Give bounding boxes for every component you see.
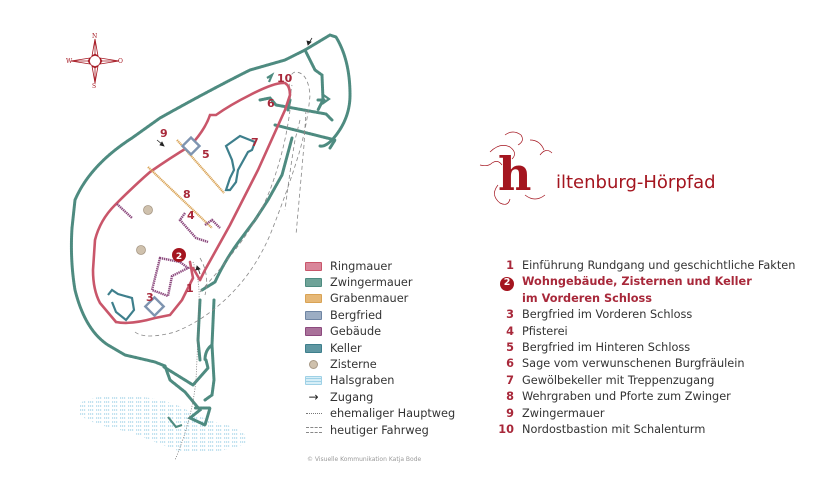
cistern-markers <box>136 205 153 255</box>
legend-item-halsgraben: Halsgraben <box>305 373 455 389</box>
station-item-1[interactable]: 1 Einführung Rundgang und geschichtliche… <box>494 258 795 274</box>
station-title: Zwingermauer <box>522 406 605 420</box>
map-label-9[interactable]: 9 <box>160 127 168 140</box>
station-title: Bergfried im Vorderen Schloss <box>522 308 693 322</box>
station-title: Wohngebäude, Zisternen und Keller im Vor… <box>522 275 752 305</box>
page-title: iltenburg-Hörpfad <box>556 172 716 193</box>
moat-area <box>80 395 246 452</box>
outer-wall-zwingermauer <box>69 33 352 428</box>
station-item-10[interactable]: 10 Nordostbastion mit Schalenturm <box>494 422 795 438</box>
station-number: 3 <box>506 308 514 322</box>
station-title: Bergfried im Hinteren Schloss <box>522 341 691 355</box>
bastion-marks <box>167 72 331 429</box>
station-item-8[interactable]: 8 Wehrgraben und Pforte zum Zwinger <box>494 389 795 405</box>
station-number: 7 <box>506 373 514 387</box>
legend-label: Keller <box>330 341 362 355</box>
compass-south: S <box>92 83 97 90</box>
zwingermauer-swatch-icon <box>305 278 322 288</box>
legend-label: Ringmauer <box>330 259 393 273</box>
compass-west: W <box>66 58 73 65</box>
legend-label: heutiger Fahrweg <box>330 423 429 437</box>
station-item-5[interactable]: 5 Bergfried im Hinteren Schloss <box>494 340 795 356</box>
legend-item-keller: Keller <box>305 340 455 356</box>
legend-label: Zisterne <box>330 358 377 372</box>
compass-north: N <box>92 33 98 40</box>
map-label-5[interactable]: 5 <box>202 148 210 161</box>
road-hauptweg <box>174 261 200 461</box>
legend-item-gebaeude: Gebäude <box>305 324 455 340</box>
ringmauer-swatch-icon <box>305 261 322 271</box>
dotted-line-icon <box>305 409 322 418</box>
legend-label: Bergfried <box>330 308 383 322</box>
legend-label: ehemaliger Hauptweg <box>330 407 456 421</box>
station-item-9[interactable]: 9 Zwingermauer <box>494 406 795 422</box>
compass-rose-icon <box>70 38 120 84</box>
station-number: 4 <box>506 324 514 338</box>
cistern-icon <box>305 360 322 370</box>
bergfried-swatch-icon <box>305 310 322 320</box>
station-item-2[interactable]: 2 Wohngebäude, Zisternen und Keller im V… <box>494 274 795 307</box>
legend-item-zisterne: Zisterne <box>305 356 455 372</box>
dashed-line-icon <box>305 426 322 435</box>
title-initial-letter: h <box>498 147 531 201</box>
legend-label: Halsgraben <box>330 374 395 388</box>
station-title: Pfisterei <box>522 324 568 338</box>
map-label-6[interactable]: 6 <box>267 97 275 110</box>
station-number: 9 <box>506 406 514 420</box>
compass-east: O <box>118 58 123 65</box>
station-item-6[interactable]: 6 Sage vom verwunschenen Burgfräulein <box>494 356 795 372</box>
station-2-marker[interactable]: 2 <box>172 248 186 262</box>
svg-text:2: 2 <box>176 252 182 262</box>
map-label-4[interactable]: 4 <box>187 209 195 222</box>
gebaeude-swatch-icon <box>305 327 322 337</box>
map-label-7[interactable]: 7 <box>251 136 259 149</box>
legend-item-hauptweg: ehemaliger Hauptweg <box>305 406 455 422</box>
legend-item-zugang: → Zugang <box>305 389 455 405</box>
legend-item-zwingermauer: Zwingermauer <box>305 274 455 290</box>
station-number: 1 <box>506 259 514 272</box>
map-legend: Ringmauer Zwingermauer Grabenmauer Bergf… <box>305 258 455 438</box>
moat-swatch-icon <box>305 376 322 386</box>
station-number-badge: 2 <box>494 274 522 307</box>
station-number: 5 <box>506 341 514 355</box>
station-title: Einführung Rundgang und geschichtliche F… <box>522 259 796 272</box>
road-fahrweg <box>134 71 311 337</box>
cellars <box>107 134 257 322</box>
station-item-7[interactable]: 7 Gewölbekeller mit Treppenzugang <box>494 373 795 389</box>
station-item-3[interactable]: 3 Bergfried im Vorderen Schloss <box>494 307 795 323</box>
copyright-notice: © Visuelle Kommunikation Katja Bode <box>307 456 422 463</box>
map-label-3[interactable]: 3 <box>146 291 154 304</box>
title-initial-ornament <box>479 131 553 205</box>
station-title: Wehrgraben und Pforte zum Zwinger <box>522 390 731 404</box>
legend-item-grabenmauer: Grabenmauer <box>305 291 455 307</box>
keller-swatch-icon <box>305 343 322 353</box>
station-number: 6 <box>506 357 514 371</box>
station-title: Nordostbastion mit Schalenturm <box>522 423 706 437</box>
map-label-1[interactable]: 1 <box>186 282 194 295</box>
keep-towers <box>143 135 202 318</box>
svg-text:h: h <box>498 147 531 201</box>
legend-item-ringmauer: Ringmauer <box>305 258 455 274</box>
legend-item-bergfried: Bergfried <box>305 307 455 323</box>
access-arrows <box>156 37 313 275</box>
arrow-right-icon: → <box>308 390 319 405</box>
grabenmauer-swatch-icon <box>305 294 322 304</box>
legend-label: Zwingermauer <box>330 276 413 290</box>
buildings <box>116 203 221 298</box>
legend-label: Grabenmauer <box>330 292 409 306</box>
map-label-8[interactable]: 8 <box>183 188 191 201</box>
station-item-4[interactable]: 4 Pfisterei <box>494 324 795 340</box>
legend-item-fahrweg: heutiger Fahrweg <box>305 422 455 438</box>
station-list: 1 Einführung Rundgang und geschichtliche… <box>494 258 795 438</box>
station-title: Gewölbekeller mit Treppenzugang <box>522 373 715 387</box>
station-title: Sage vom verwunschenen Burgfräulein <box>522 357 745 371</box>
station-number: 8 <box>506 390 514 404</box>
legend-label: Gebäude <box>330 325 382 339</box>
ditch-wall <box>147 139 225 229</box>
legend-label: Zugang <box>330 390 374 404</box>
map-label-10[interactable]: 10 <box>277 72 293 85</box>
station-number: 10 <box>498 423 514 437</box>
